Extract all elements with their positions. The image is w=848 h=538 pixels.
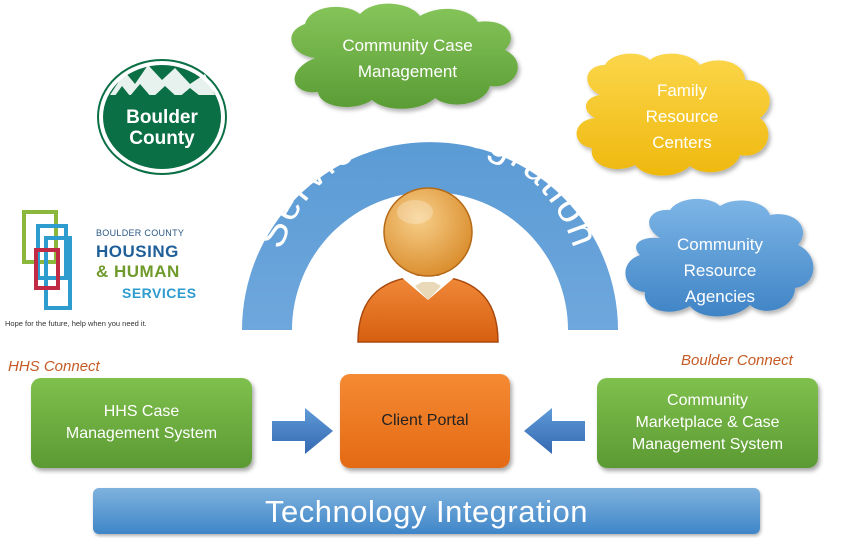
cloud-text-line: Family [656,81,708,100]
cloud-label-community-resource-agencies: Community Resource Agencies [660,232,780,310]
box-text-line: Marketplace & Case [635,414,780,431]
cloud-label-community-case-management: Community Case Management [315,33,500,85]
cloud-text-line: Agencies [685,287,755,306]
cloud-label-family-resource-centers: Family Resource Centers [622,78,742,156]
technology-integration-bar: Technology Integration [93,488,760,534]
boulder-connect-label: Boulder Connect [681,352,793,369]
community-marketplace-box: Community Marketplace & Case Management … [597,378,818,468]
cloud-text-line: Community [677,235,763,254]
cloud-community-resource-agencies [625,198,814,317]
logo-text-line: Boulder [126,107,198,128]
arrow-right-icon [272,408,333,454]
box-text-line: Management System [65,425,218,442]
hhs-logo-mark [22,210,72,310]
hhs-logo-line2: HOUSING [96,242,179,261]
hhs-connect-label: HHS Connect [8,358,100,375]
logo-text-line: County [129,128,195,149]
cloud-text-line: Management [357,62,458,81]
boulder-county-logo-text: Boulder County [112,107,212,149]
cloud-community-case-management [291,3,518,109]
boulder-county-logo [97,59,227,175]
person-icon [357,187,499,343]
cloud-text-line: Community Case [342,36,473,55]
hhs-logo-line4: SERVICES [122,285,197,301]
cloud-text-line: Resource [645,107,719,126]
box-text-line: HHS Case [103,403,180,420]
box-text-line: Client Portal [381,412,469,429]
hhs-logo-line1: BOULDER COUNTY [96,228,185,238]
box-text-line: Management System [631,436,784,453]
cloud-text-line: Centers [652,133,712,152]
hhs-logo-tagline: Hope for the future, help when you need … [5,319,147,328]
arrow-left-icon [524,408,585,454]
cloud-family-resource-centers [576,53,770,176]
hhs-case-management-box: HHS Case Management System [31,378,252,468]
box-text-line: Community [667,392,748,409]
hhs-logo-line3: & HUMAN [96,262,180,281]
client-portal-box: Client Portal [340,374,510,468]
cloud-text-line: Resource [683,261,757,280]
